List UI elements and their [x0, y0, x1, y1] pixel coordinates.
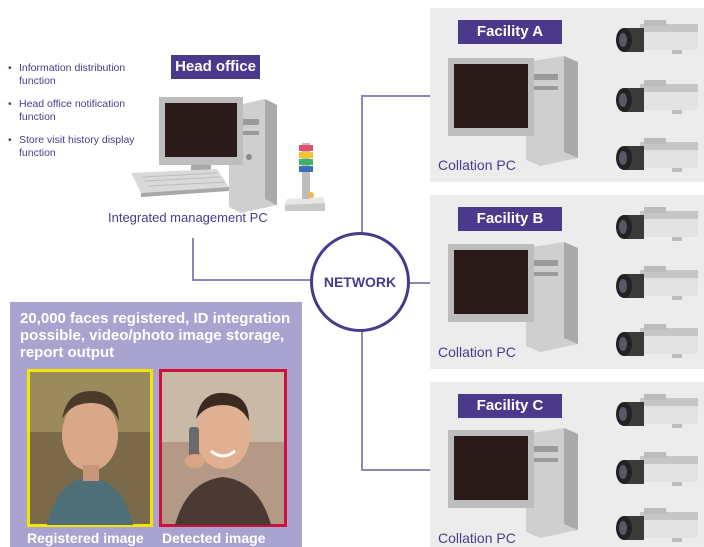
- function-item: Store visit history display function: [8, 134, 158, 160]
- desktop-pc-icon: [448, 428, 578, 538]
- head-office-label: Head office: [171, 55, 260, 79]
- function-item: Information distribution function: [8, 62, 158, 88]
- cctv-camera-icon: [616, 324, 698, 358]
- feature-description: 20,000 faces registered, ID integration …: [20, 310, 291, 361]
- cctv-camera-icon: [616, 207, 698, 241]
- facility-a-label: Facility A: [458, 20, 562, 44]
- cctv-camera-icon: [616, 80, 698, 114]
- facility-c-label: Facility C: [458, 394, 562, 418]
- signal-tower-icon: [285, 143, 325, 211]
- cctv-camera-icon: [616, 508, 698, 542]
- facility-b-label: Facility B: [458, 207, 562, 231]
- function-item: Head office notification function: [8, 98, 158, 124]
- keyboard-icon: [131, 169, 229, 193]
- registered-face-photo: [27, 369, 153, 527]
- head-office-functions: Information distribution function Head o…: [8, 62, 158, 170]
- network-hub: NETWORK: [310, 232, 410, 332]
- detected-face-photo: [159, 369, 287, 527]
- cctv-camera-icon: [616, 266, 698, 300]
- cctv-camera-icon: [616, 138, 698, 172]
- cctv-camera-icon: [616, 20, 698, 54]
- cctv-camera-icon: [616, 452, 698, 486]
- desktop-pc-icon: [131, 97, 325, 213]
- facility-c-pc-caption: Collation PC: [438, 530, 516, 546]
- detected-image-caption: Detected image: [162, 530, 266, 546]
- desktop-pc-icon: [448, 242, 578, 352]
- desktop-pc-icon: [448, 56, 578, 166]
- integrated-pc-caption: Integrated management PC: [108, 210, 268, 225]
- facility-b-pc-caption: Collation PC: [438, 344, 516, 360]
- registered-image-caption: Registered image: [27, 530, 144, 546]
- cctv-camera-icon: [616, 394, 698, 428]
- facility-a-pc-caption: Collation PC: [438, 157, 516, 173]
